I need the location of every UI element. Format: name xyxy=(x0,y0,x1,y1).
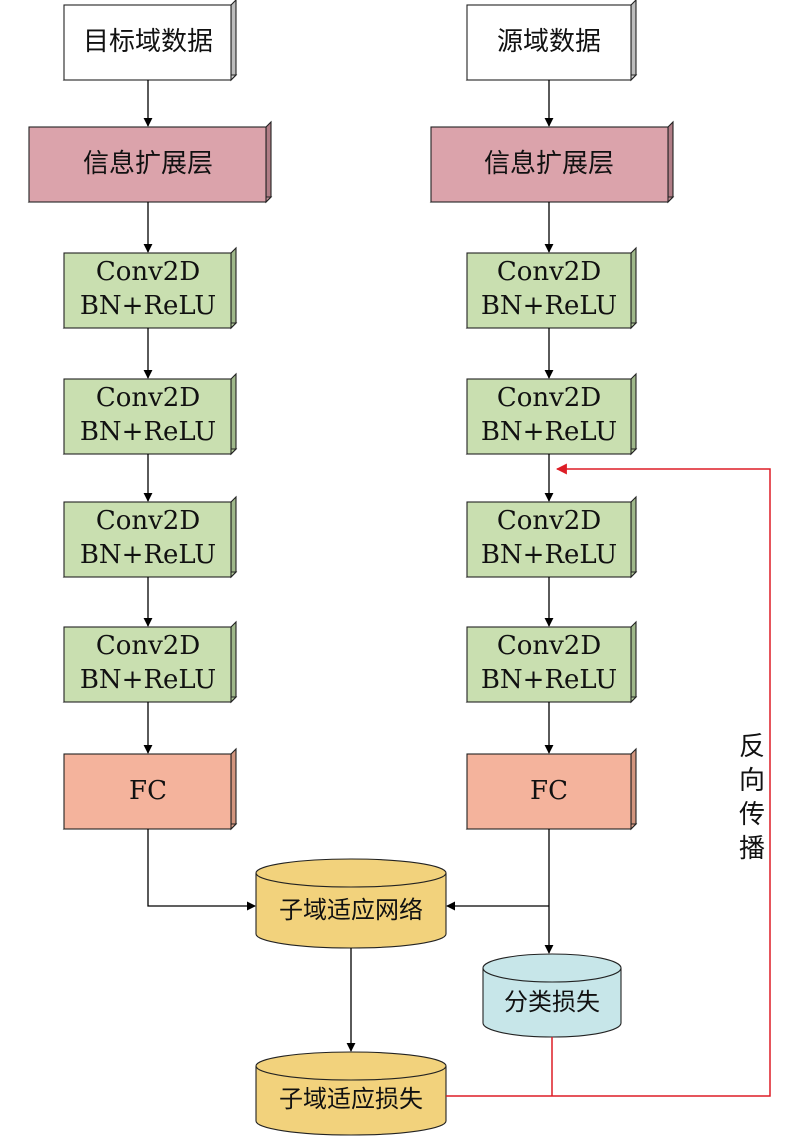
left-target-data-label: 目标域数据 xyxy=(83,27,213,57)
right-source-data-box: 源域数据 xyxy=(465,0,638,82)
left-fc-box: FC xyxy=(62,747,238,831)
subdomain-network-label: 子域适应网络 xyxy=(279,896,423,924)
left-conv-4-line2: BN+ReLU xyxy=(80,665,216,695)
right-conv-block-2: Conv2D BN+ReLU xyxy=(465,372,638,456)
backprop-char-1: 反 xyxy=(739,732,765,762)
left-conv-3-line2: BN+ReLU xyxy=(80,540,216,570)
subdomain-network-cylinder: 子域适应网络 xyxy=(255,858,447,949)
left-conv-2-line1: Conv2D xyxy=(96,383,200,413)
right-conv-4-line2: BN+ReLU xyxy=(481,665,617,695)
right-source-data-label: 源域数据 xyxy=(497,27,601,57)
backprop-char-3: 传 xyxy=(739,800,765,830)
left-conv-block-1: Conv2D BN+ReLU xyxy=(62,246,238,330)
left-expansion-layer-box: 信息扩展层 xyxy=(27,120,273,204)
right-conv-block-4: Conv2D BN+ReLU xyxy=(465,620,638,704)
right-conv-1-line1: Conv2D xyxy=(497,257,601,287)
left-conv-1-line1: Conv2D xyxy=(96,257,200,287)
right-conv-3-line2: BN+ReLU xyxy=(481,540,617,570)
left-conv-1-line2: BN+ReLU xyxy=(80,291,216,321)
right-conv-4-line1: Conv2D xyxy=(497,631,601,661)
right-expansion-layer-label: 信息扩展层 xyxy=(484,149,614,179)
left-expansion-layer-label: 信息扩展层 xyxy=(83,149,213,179)
left-conv-3-line1: Conv2D xyxy=(96,506,200,536)
backprop-char-2: 向 xyxy=(739,766,765,796)
classification-loss-label: 分类损失 xyxy=(504,988,600,1016)
right-conv-2-line1: Conv2D xyxy=(497,383,601,413)
arrow-left-fc-to-network xyxy=(147,829,256,911)
red-arrow-backprop-to-conv xyxy=(446,463,771,1097)
left-conv-2-line2: BN+ReLU xyxy=(80,417,216,447)
subdomain-loss-label: 子域适应损失 xyxy=(279,1085,423,1113)
backprop-label: 反 向 传 播 xyxy=(739,732,765,864)
right-fc-label: FC xyxy=(530,776,568,806)
right-conv-3-line1: Conv2D xyxy=(497,506,601,536)
backprop-char-4: 播 xyxy=(739,834,765,864)
right-conv-block-1: Conv2D BN+ReLU xyxy=(465,246,638,330)
right-conv-1-line2: BN+ReLU xyxy=(481,291,617,321)
right-column-arrows xyxy=(446,80,554,954)
left-target-data-box: 目标域数据 xyxy=(62,0,238,82)
right-fc-box: FC xyxy=(465,747,638,831)
right-expansion-layer-box: 信息扩展层 xyxy=(429,120,675,204)
subdomain-loss-cylinder: 子域适应损失 xyxy=(255,1051,447,1136)
left-conv-block-4: Conv2D BN+ReLU xyxy=(62,620,238,704)
left-fc-label: FC xyxy=(129,776,167,806)
left-conv-block-3: Conv2D BN+ReLU xyxy=(62,495,238,579)
right-conv-block-3: Conv2D BN+ReLU xyxy=(465,495,638,579)
left-conv-4-line1: Conv2D xyxy=(96,631,200,661)
left-conv-block-2: Conv2D BN+ReLU xyxy=(62,372,238,456)
classification-loss-cylinder: 分类损失 xyxy=(482,953,622,1038)
backprop-path xyxy=(446,463,771,1097)
right-conv-2-line2: BN+ReLU xyxy=(481,417,617,447)
left-column-arrows xyxy=(143,80,256,911)
